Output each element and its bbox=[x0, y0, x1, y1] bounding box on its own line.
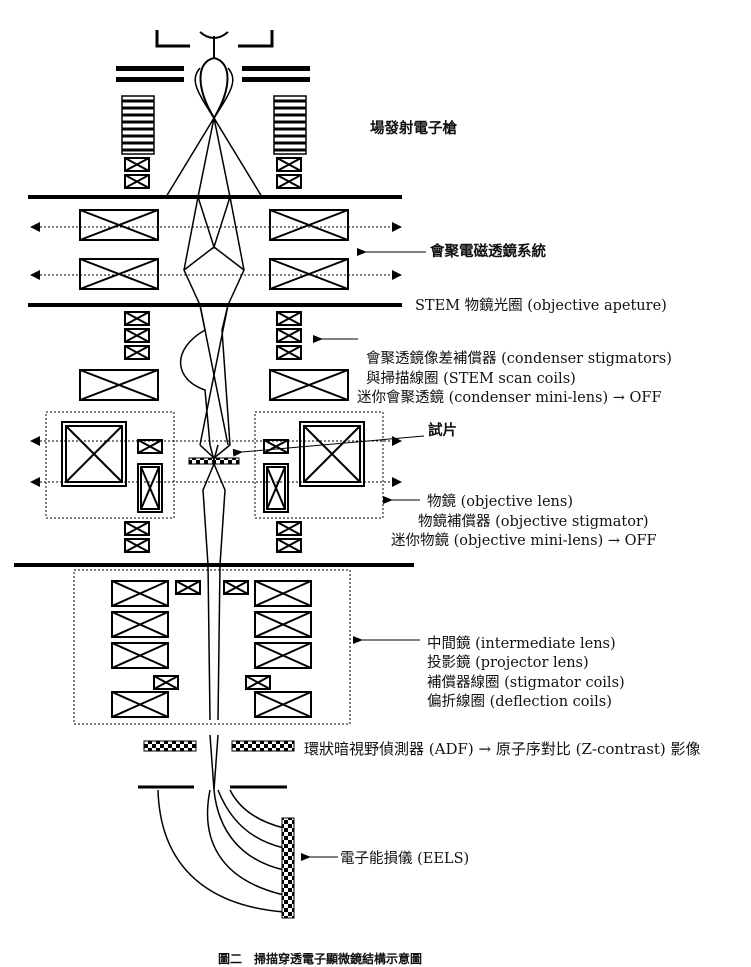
electron-gun bbox=[155, 30, 274, 120]
projector-lenses bbox=[111, 580, 312, 718]
label-intermediate-lens: 中間鏡 (intermediate lens) bbox=[427, 636, 616, 652]
label-stigmator-coils: 補償器線圈 (stigmator coils) bbox=[427, 675, 625, 691]
label-objective-mini-lens: 迷你物鏡 (objective mini-lens) → OFF bbox=[391, 533, 657, 549]
adf-detector bbox=[143, 740, 295, 752]
label-condenser-system: 會聚電磁透鏡系統 bbox=[430, 244, 546, 260]
label-stem-aperture: STEM 物鏡光圈 (objective apeture) bbox=[415, 298, 667, 314]
label-objective-lens: 物鏡 (objective lens) bbox=[427, 494, 573, 510]
condenser-lenses bbox=[79, 209, 349, 401]
label-projector-lens: 投影鏡 (projector lens) bbox=[427, 655, 589, 671]
anode-plates bbox=[116, 66, 310, 82]
objective-lens bbox=[61, 421, 365, 513]
label-adf-detector: 環狀暗視野偵測器 (ADF) → 原子序對比 (Z-contrast) 影像 bbox=[304, 740, 701, 758]
label-eels: 電子能損儀 (EELS) bbox=[340, 851, 470, 867]
label-objective-stigmator: 物鏡補償器 (objective stigmator) bbox=[418, 514, 649, 530]
label-field-emission-gun: 場發射電子槍 bbox=[370, 121, 457, 137]
eels-detector bbox=[281, 817, 295, 919]
column-plates bbox=[14, 195, 414, 567]
label-specimen: 試片 bbox=[428, 423, 457, 439]
leader-arrows bbox=[232, 248, 426, 861]
label-condenser-mini-lens: 迷你會聚透鏡 (condenser mini-lens) → OFF bbox=[357, 390, 662, 406]
gun-coils bbox=[121, 95, 307, 155]
label-scan-coils: 與掃描線圈 (STEM scan coils) bbox=[366, 371, 576, 387]
label-deflection-coils: 偏折線圈 (deflection coils) bbox=[427, 694, 612, 710]
label-condenser-stigmators: 會聚透鏡像差補償器 (condenser stigmators) bbox=[366, 351, 672, 367]
eels-spectrometer bbox=[138, 785, 287, 913]
objective-lens-housing bbox=[45, 411, 384, 519]
small-coils bbox=[124, 157, 302, 553]
projector-system-housing bbox=[73, 569, 351, 725]
